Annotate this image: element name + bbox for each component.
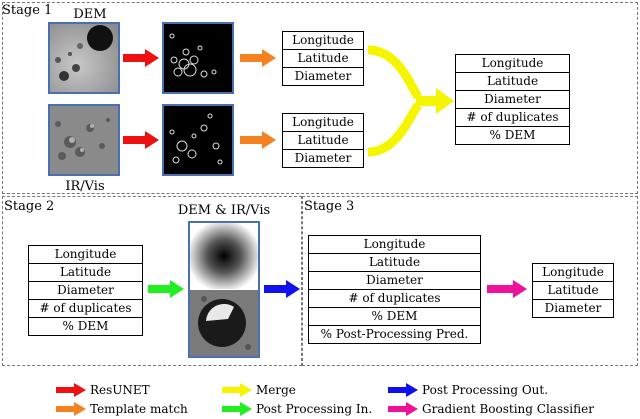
legend-pp-in-arrow-icon bbox=[222, 402, 252, 416]
legend-label: ResUNET bbox=[90, 383, 150, 397]
table-cell: Longitude bbox=[455, 54, 570, 73]
table-cell: % DEM bbox=[455, 126, 570, 145]
stage-2-region bbox=[2, 196, 302, 366]
final-output-table: Longitude Latitude Diameter bbox=[532, 263, 614, 318]
table-cell: Latitude bbox=[28, 263, 143, 282]
irvis-template-arrow bbox=[240, 131, 276, 149]
merge-arrow bbox=[368, 45, 454, 157]
table-cell: % DEM bbox=[308, 307, 481, 326]
stage-1-label: Stage 1 bbox=[2, 3, 53, 18]
dem-segmentation-frame bbox=[162, 22, 234, 94]
table-cell: Longitude bbox=[282, 31, 364, 50]
irvis-label: IR/Vis bbox=[65, 179, 105, 194]
legend-pp-out-arrow-icon bbox=[388, 383, 418, 397]
legend-resunet-arrow-icon bbox=[56, 383, 86, 397]
legend-pp-in: Post Processing In. bbox=[222, 401, 372, 417]
table-cell: Latitude bbox=[282, 131, 364, 150]
table-cell: Latitude bbox=[532, 281, 614, 300]
irvis-output-table: Longitude Latitude Diameter bbox=[282, 113, 364, 168]
table-cell: # of duplicates bbox=[455, 108, 570, 127]
dem-segmentation-image bbox=[164, 24, 232, 92]
table-cell: Diameter bbox=[308, 271, 481, 290]
legend-label: Post Processing In. bbox=[256, 402, 373, 416]
table-cell: # of duplicates bbox=[308, 289, 481, 308]
pp-out-arrow bbox=[264, 280, 300, 298]
legend-resunet: ResUNET bbox=[56, 382, 150, 398]
post-processing-image-frame bbox=[188, 221, 260, 358]
legend-template-arrow-icon bbox=[56, 402, 86, 416]
table-cell: Latitude bbox=[308, 253, 481, 272]
table-cell: Diameter bbox=[282, 149, 364, 168]
table-cell: Diameter bbox=[532, 299, 614, 318]
merged-table: Longitude Latitude Diameter # of duplica… bbox=[455, 54, 570, 145]
table-cell: Longitude bbox=[282, 113, 364, 132]
table-cell: Latitude bbox=[455, 72, 570, 91]
dem-resunet-arrow bbox=[123, 49, 159, 67]
table-cell: Longitude bbox=[28, 245, 143, 264]
table-cell: Longitude bbox=[532, 263, 614, 282]
table-cell: % Post-Processing Pred. bbox=[308, 325, 481, 344]
legend-label: Gradient Boosting Classifier bbox=[422, 402, 594, 416]
stage3-input-table: Longitude Latitude Diameter # of duplica… bbox=[308, 235, 481, 344]
table-cell: Diameter bbox=[282, 67, 364, 86]
legend-merge-arrow-icon bbox=[222, 383, 252, 397]
stage2-input-table: Longitude Latitude Diameter # of duplica… bbox=[28, 245, 143, 336]
dem-image bbox=[50, 24, 118, 92]
pp-in-arrow bbox=[148, 280, 184, 298]
legend-gbc-arrow-icon bbox=[388, 402, 418, 416]
table-cell: Longitude bbox=[308, 235, 481, 254]
stage-2-label: Stage 2 bbox=[4, 199, 55, 214]
irvis-image bbox=[50, 106, 118, 174]
legend-label: Template match bbox=[90, 402, 188, 416]
dem-label: DEM bbox=[73, 7, 107, 22]
stage-3-region bbox=[302, 196, 638, 366]
irvis-segmentation-image bbox=[164, 106, 232, 174]
dem-output-table: Longitude Latitude Diameter bbox=[282, 31, 364, 86]
post-processing-images bbox=[190, 223, 258, 356]
table-cell: Diameter bbox=[28, 281, 143, 300]
legend-template-match: Template match bbox=[56, 401, 188, 417]
table-cell: Diameter bbox=[455, 90, 570, 109]
dem-image-frame bbox=[48, 22, 120, 94]
legend-merge: Merge bbox=[222, 382, 296, 398]
dem-template-arrow bbox=[240, 49, 276, 67]
irvis-resunet-arrow bbox=[123, 131, 159, 149]
stage-1-region bbox=[2, 2, 638, 194]
stage-3-label: Stage 3 bbox=[304, 199, 355, 214]
irvis-segmentation-frame bbox=[162, 104, 234, 176]
legend-label: Post Processing Out. bbox=[422, 383, 549, 397]
table-cell: # of duplicates bbox=[28, 299, 143, 318]
legend-label: Merge bbox=[256, 383, 296, 397]
dem-irvis-label: DEM & IR/Vis bbox=[177, 203, 271, 218]
legend-gbc: Gradient Boosting Classifier bbox=[388, 401, 594, 417]
table-cell: % DEM bbox=[28, 317, 143, 336]
gbc-arrow bbox=[487, 280, 527, 298]
legend-pp-out: Post Processing Out. bbox=[388, 382, 548, 398]
table-cell: Latitude bbox=[282, 49, 364, 68]
irvis-image-frame bbox=[48, 104, 120, 176]
